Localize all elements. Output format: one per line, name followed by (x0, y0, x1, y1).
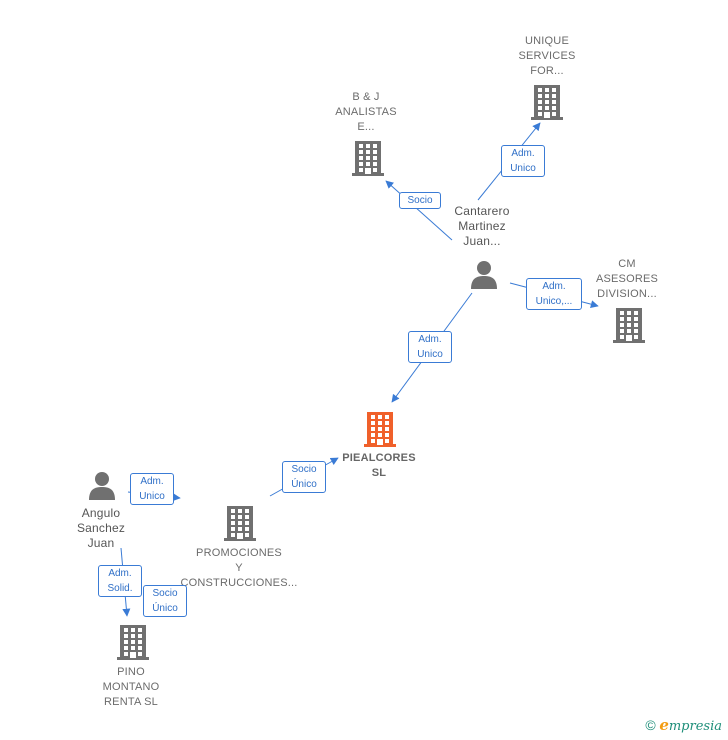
edge-label-line: Unico (417, 349, 443, 360)
node-label-line: PROMOCIONES (196, 547, 282, 559)
edge-label-line: Socio (152, 588, 178, 599)
node-label-line: MONTANO (102, 681, 160, 693)
edge-label-line: Adm. (140, 476, 164, 487)
copyright-symbol: © (645, 717, 656, 733)
edge-label-line: Único (152, 603, 178, 614)
node-label-pino-montano[interactable]: PINO MONTANO RENTA SL (91, 665, 171, 710)
node-label-unique-services[interactable]: UNIQUE SERVICES FOR... (506, 34, 588, 79)
edge-lines (120, 122, 599, 617)
edge-label-angulo-promociones[interactable]: Adm. Unico (130, 473, 174, 505)
node-label-line: Angulo (81, 506, 121, 520)
edge-label-cantarero-bj[interactable]: Socio (399, 192, 441, 209)
edge-label-line: Socio (291, 464, 317, 475)
edge-label-line: Adm. (542, 281, 566, 292)
building-icon-bj[interactable] (352, 140, 384, 181)
person-icon-cantarero[interactable] (469, 259, 499, 294)
node-label-line: FOR... (530, 65, 564, 77)
node-label-line: E... (357, 121, 375, 133)
edge-label-cantarero-piealcores[interactable]: Adm. Unico (408, 331, 452, 363)
edge-label-line: Único (291, 479, 317, 490)
edge-label-angulo-pino[interactable]: Adm. Solid. (98, 565, 142, 597)
node-label-line: PIEALCORES (342, 452, 416, 464)
edge-label-line: Adm. (418, 334, 442, 345)
node-label-piealcores[interactable]: PIEALCORES SL (328, 451, 430, 481)
node-label-line: Juan... (463, 234, 501, 248)
building-icon-pino[interactable] (117, 624, 149, 665)
edge-label-line: Unico,... (535, 296, 573, 307)
edge-label-line: Adm. (108, 568, 132, 579)
edge-line-1 (385, 180, 453, 241)
node-label-line: SL (371, 467, 387, 479)
node-label-line: B & J (352, 91, 380, 103)
node-label-promociones-construcciones[interactable]: PROMOCIONES Y CONSTRUCCIONES... (174, 546, 304, 591)
building-icon-piealcores[interactable] (364, 411, 396, 452)
edge-label-line: Unico (510, 163, 536, 174)
person-icon-angulo[interactable] (87, 470, 117, 505)
node-label-line: Cantarero (454, 204, 510, 218)
node-label-line: Y (235, 562, 243, 574)
node-label-line: PINO (117, 666, 145, 678)
edge-label-line: Adm. (511, 148, 535, 159)
footer-brand: © empresia (645, 716, 722, 734)
edge-label-line: Unico (139, 491, 165, 502)
node-label-line: Sanchez (76, 521, 126, 535)
node-label-bj-analistas[interactable]: B & J ANALISTAS E... (326, 90, 406, 135)
edge-label-line: Socio (407, 195, 433, 206)
node-label-line: ANALISTAS (335, 106, 397, 118)
node-label-line: RENTA SL (104, 696, 158, 708)
node-label-line: ASESORES (595, 273, 659, 285)
node-label-line: CONSTRUCCIONES... (180, 577, 298, 589)
node-label-line: UNIQUE (525, 35, 569, 47)
node-label-cm-asesores[interactable]: CM ASESORES DIVISION... (587, 257, 667, 302)
edge-label-line: Solid. (107, 583, 133, 594)
brand-logo-initial: e (659, 716, 669, 734)
node-label-line: CM (618, 258, 636, 270)
brand-logo-text: mpresia (668, 719, 722, 734)
edge-label-cantarero-unique[interactable]: Adm. Unico (501, 145, 545, 177)
node-label-line: Martinez (458, 219, 506, 233)
node-label-line: SERVICES (518, 50, 576, 62)
node-label-line: DIVISION... (597, 288, 657, 300)
edge-label-cantarero-cm[interactable]: Adm. Unico,... (526, 278, 582, 310)
building-icon-unique[interactable] (531, 84, 563, 125)
node-label-line: Juan (87, 536, 115, 550)
building-icon-cm[interactable] (613, 307, 645, 348)
building-icon-promociones[interactable] (224, 505, 256, 546)
